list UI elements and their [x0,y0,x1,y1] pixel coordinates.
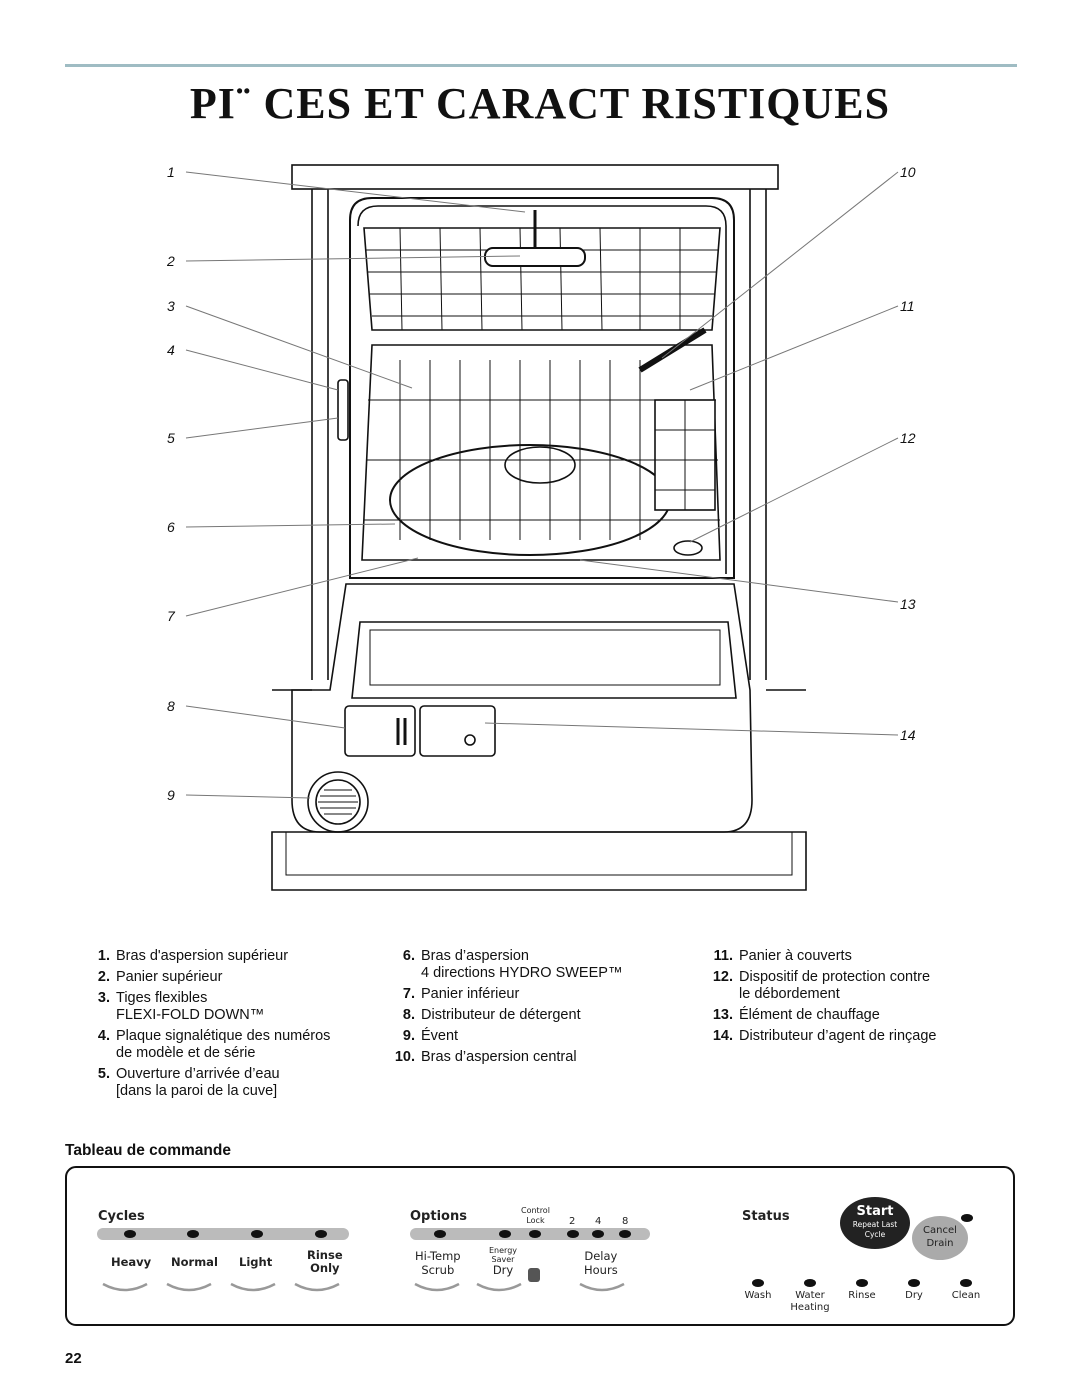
energy-line3: Dry [492,1263,514,1277]
start-button[interactable]: Start Repeat Last Cycle [845,1204,905,1240]
options-label: Options [410,1209,467,1224]
callout-11: 11 [900,298,915,314]
legend-column-3: 11.Panier à couverts 12.Dispositif de pr… [703,948,1003,1049]
control-panel: Cycles Heavy Normal Light Rinse Only Opt… [65,1166,1015,1326]
legend-column-1: 1.Bras d'aspersion supérieur 2.Panier su… [80,948,380,1104]
delay-8-label: 8 [622,1216,629,1227]
water-line1: Water [795,1290,825,1301]
callout-4: 4 [167,342,175,358]
dishwasher-diagram [185,164,899,891]
control-panel-heading: Tableau de commande [65,1142,231,1159]
legend-item: 6.Bras d’aspersion 4 directions HYDRO SW… [402,948,623,981]
control-lock-line2: Lock [526,1216,545,1225]
energy-saver-dry-button[interactable]: Energy Saver Dry [489,1246,517,1277]
callout-10: 10 [900,164,916,180]
legend-item: 10.Bras d’aspersion central [394,1049,577,1065]
legend-item: 9.Évent [402,1028,459,1044]
callout-5: 5 [167,430,175,446]
control-lock-label: Control Lock [521,1206,550,1226]
repeat-last-label: Repeat Last [852,1220,898,1229]
hi-temp-line1: Hi-Temp [415,1249,461,1263]
callout-6: 6 [167,519,175,535]
rinse-only-line2: Only [310,1261,340,1275]
delay-4-label: 4 [595,1216,602,1227]
energy-line2: Saver [491,1255,515,1264]
callout-2: 2 [167,253,175,269]
legend-item: 4.Plaque signalétique des numéros de mod… [97,1028,331,1061]
callout-14: 14 [900,727,916,743]
legend-item: 12.Dispositif de protection contre le dé… [712,969,931,1002]
energy-line1: Energy [489,1246,518,1255]
callout-3: 3 [167,298,175,314]
delay-hours-button[interactable]: Delay Hours [584,1249,618,1277]
normal-button[interactable]: Normal [171,1255,218,1269]
legend-item: 8.Distributeur de détergent [402,1007,581,1023]
drain-label: Drain [926,1238,954,1249]
rinse-status-label: Rinse [848,1290,876,1301]
control-lock-line1: Control [521,1206,550,1215]
rinse-only-line1: Rinse [307,1248,343,1262]
legend-item: 11.Panier à couverts [713,948,852,964]
legend-item: 2.Panier supérieur [97,969,223,985]
status-label: Status [742,1209,790,1224]
water-line2: Heating [790,1302,830,1313]
cancel-label: Cancel [923,1225,957,1236]
cycle-label: Cycle [864,1230,886,1239]
legend-column-2: 6.Bras d’aspersion 4 directions HYDRO SW… [385,948,685,1070]
water-heating-status-label: Water Heating [787,1290,833,1314]
light-button[interactable]: Light [239,1255,273,1269]
legend-item: 3.Tiges flexibles FLEXI-FOLD DOWN™ [97,990,265,1023]
header-rule [65,64,1017,67]
hi-temp-scrub-button[interactable]: Hi-Temp Scrub [415,1249,461,1277]
legend-item: 1.Bras d'aspersion supérieur [97,948,289,964]
dry-status-label: Dry [905,1290,923,1301]
legend-item: 14.Distributeur d’agent de rinçage [712,1028,937,1044]
legend-item: 7.Panier inférieur [402,986,520,1002]
callout-12: 12 [900,430,916,446]
page-title: PI¨ CES ET CARACT RISTIQUES [189,79,891,128]
cycles-label: Cycles [98,1209,145,1224]
callout-1: 1 [167,164,175,180]
cancel-drain-button[interactable]: Cancel Drain [915,1224,965,1250]
callout-9: 9 [167,787,175,803]
rinse-only-button[interactable]: Rinse Only [307,1249,343,1275]
delay-2-label: 2 [569,1216,576,1227]
legend-item: 13.Élément de chauffage [712,1007,880,1023]
callout-8: 8 [167,698,175,714]
control-panel-graphic [65,1166,1015,1326]
delay-line2: Hours [584,1263,618,1277]
wash-status-label: Wash [744,1290,772,1301]
callout-13: 13 [900,596,916,612]
clean-status-label: Clean [951,1290,981,1301]
hi-temp-line2: Scrub [421,1263,455,1277]
page-number: 22 [65,1350,82,1367]
callout-7: 7 [167,608,175,624]
start-label: Start [856,1204,894,1219]
heavy-button[interactable]: Heavy [111,1255,152,1269]
legend-item: 5.Ouverture d’arrivée d’eau [dans la par… [97,1066,280,1099]
delay-line1: Delay [584,1249,618,1263]
